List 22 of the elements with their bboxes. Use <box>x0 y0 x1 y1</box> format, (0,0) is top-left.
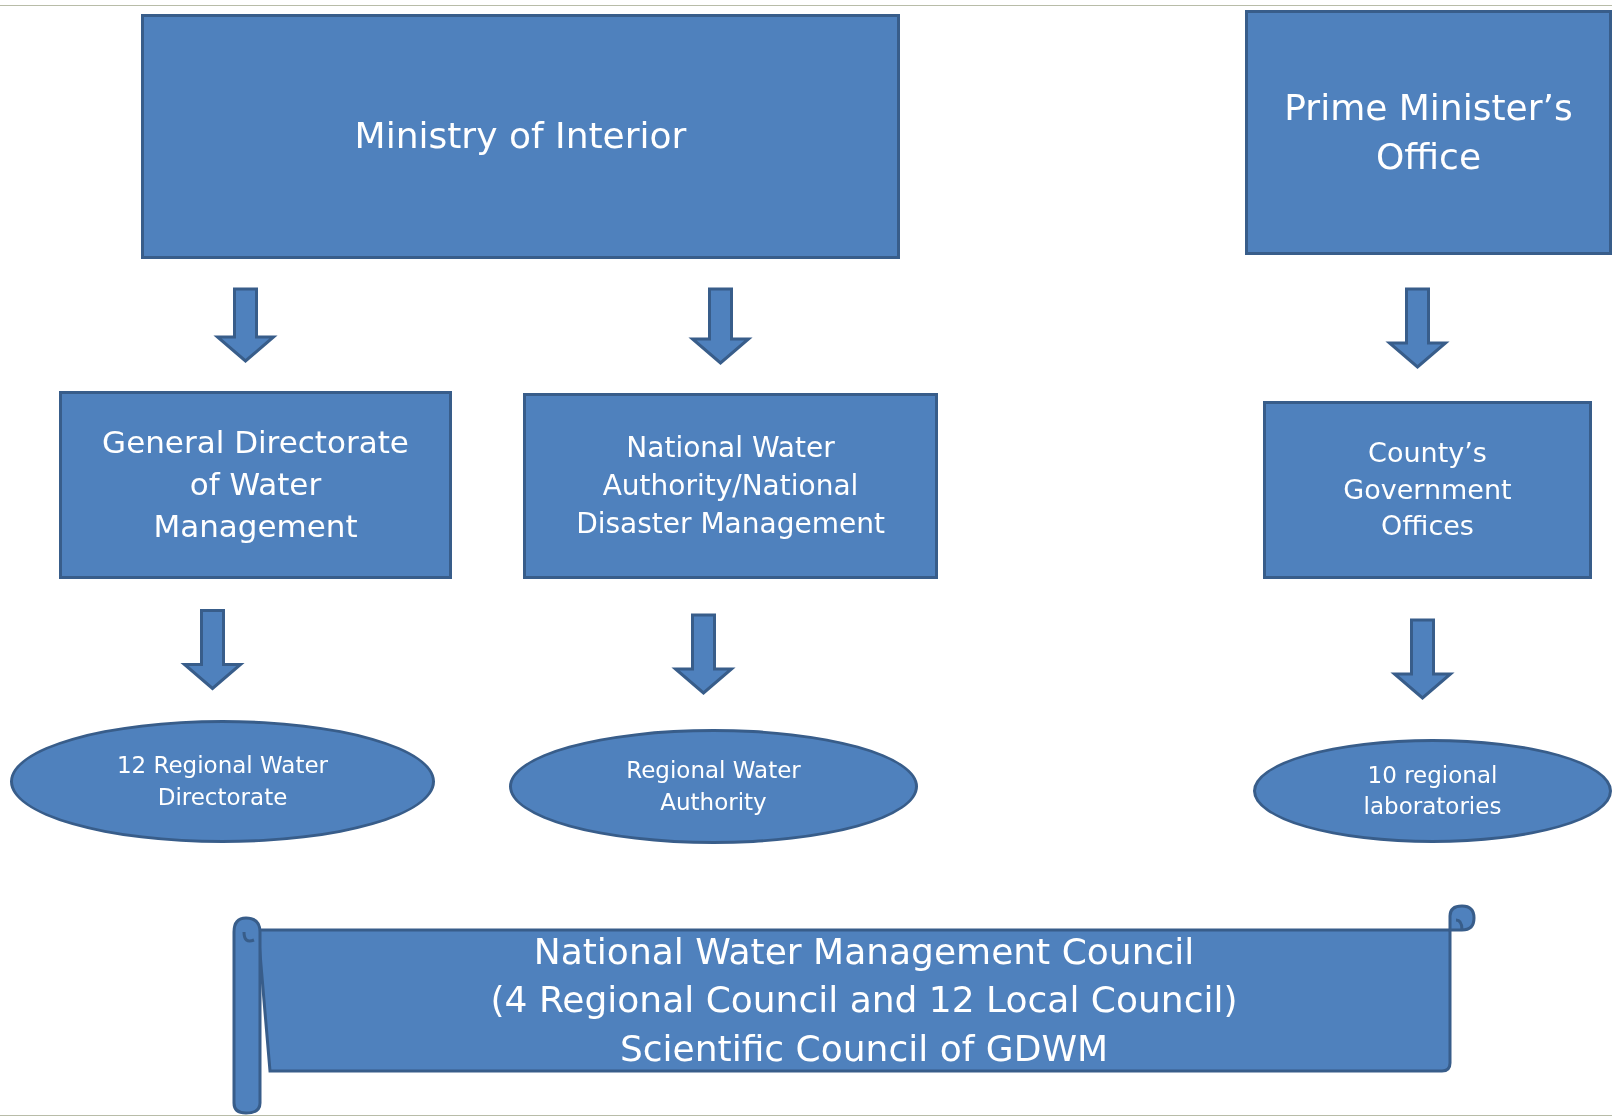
org-box <box>1263 401 1592 579</box>
org-box <box>523 393 938 579</box>
node-label: Scientific Council of GDWM <box>618 1026 1110 1071</box>
block-arrow <box>1390 618 1455 700</box>
node-label: County’s Government Offices <box>1342 436 1513 544</box>
node-label: 12 Regional Water Directorate <box>115 751 330 812</box>
block-arrow <box>180 609 245 691</box>
node-label: Regional Water Authority <box>625 756 802 817</box>
block-arrow <box>1385 287 1450 369</box>
org-box <box>59 391 452 579</box>
block-arrow <box>671 613 736 695</box>
node-label: (4 Regional Council and 12 Local Council) <box>489 978 1239 1023</box>
node-label: Prime Minister’s Office <box>1283 85 1574 179</box>
node-label: General Directorate of Water Management <box>101 423 410 546</box>
block-arrow <box>213 287 278 363</box>
org-box <box>141 14 900 259</box>
node-label: National Water Authority/National Disaster Management <box>575 430 886 542</box>
block-arrow <box>688 287 753 365</box>
node-label: 10 regional laboratories <box>1362 760 1503 821</box>
org-box <box>1245 10 1612 255</box>
node-label: National Water Management Council <box>532 929 1196 974</box>
node-label: Ministry of Interior <box>353 114 688 159</box>
